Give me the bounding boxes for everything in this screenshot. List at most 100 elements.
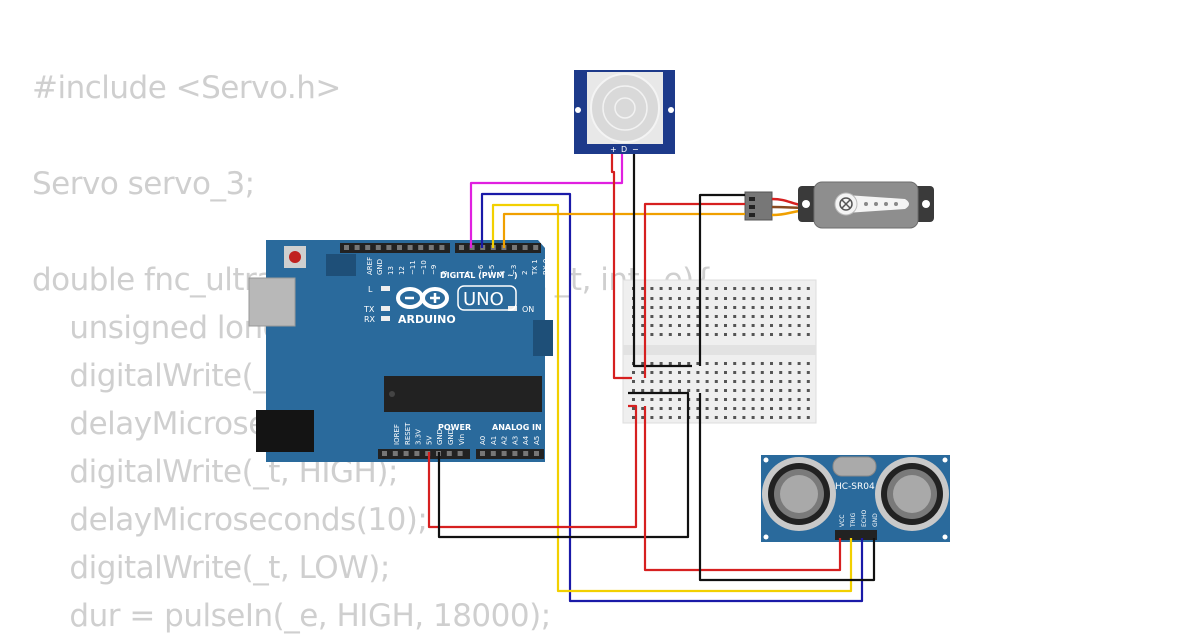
breadboard-hole xyxy=(733,398,737,401)
breadboard-hole xyxy=(641,407,645,410)
servo-motor[interactable] xyxy=(744,181,934,229)
breadboard-hole xyxy=(687,315,691,318)
breadboard-hole xyxy=(641,398,645,401)
pir-pin-label: + xyxy=(610,145,617,154)
breadboard-hole xyxy=(659,389,663,392)
wire-pir-gnd[interactable] xyxy=(632,154,692,368)
wire-servo-gnd[interactable] xyxy=(698,193,745,366)
wire-servo-signal[interactable] xyxy=(502,212,745,248)
breadboard-hole xyxy=(705,398,709,401)
power-pin-label: Vin xyxy=(458,434,466,445)
arduino-uno-board[interactable]: L TX RX ON ARDUINO UNO DIGITAL (PWM ~) P… xyxy=(248,240,553,462)
breadboard-hole xyxy=(733,333,737,336)
breadboard-hole xyxy=(696,380,700,383)
breadboard-hole xyxy=(650,324,654,327)
breadboard-hole xyxy=(797,380,801,383)
breadboard-hole xyxy=(733,362,737,365)
breadboard-hole xyxy=(705,371,709,374)
digital-pin-label: 2 xyxy=(521,271,529,275)
breadboard-hole xyxy=(797,324,801,327)
breadboard-hole xyxy=(742,380,746,383)
breadboard-hole xyxy=(714,407,718,410)
pin-hole xyxy=(428,245,434,250)
wire-pir-vcc[interactable] xyxy=(610,154,632,380)
breadboard-hole xyxy=(788,407,792,410)
breadboard-hole xyxy=(687,297,691,300)
wire-gnd[interactable] xyxy=(437,391,690,539)
breadboard-hole xyxy=(733,380,737,383)
breadboard-hole xyxy=(724,315,727,318)
wire-echo[interactable] xyxy=(480,192,864,603)
breadboard-hole xyxy=(724,407,727,410)
breadboard-hole xyxy=(770,306,773,309)
breadboard[interactable] xyxy=(622,279,817,424)
breadboard-hole xyxy=(696,371,700,374)
pin-hole xyxy=(418,245,424,250)
breadboard-hole xyxy=(714,371,718,374)
pin-hole xyxy=(480,451,485,456)
pin-hole xyxy=(397,245,402,250)
breadboard-hole xyxy=(678,398,681,401)
breadboard-hole xyxy=(696,315,700,318)
breadboard-hole xyxy=(714,380,718,383)
digital-pin-label: RX 0 xyxy=(542,259,550,275)
breadboard-hole xyxy=(705,287,709,290)
analog-pin-label: A2 xyxy=(501,436,509,445)
ultrasonic-sensor[interactable]: HC-SR04 VCC TRIG ECHO GND xyxy=(761,455,950,542)
wire-pir-signal[interactable] xyxy=(469,154,624,248)
breadboard-hole xyxy=(724,398,727,401)
breadboard-hole xyxy=(659,398,663,401)
breadboard-hole xyxy=(770,324,773,327)
breadboard-hole xyxy=(678,287,681,290)
transducer-left-icon xyxy=(762,457,836,531)
digital-pin-label: 4 xyxy=(499,270,507,275)
pir-dome-icon xyxy=(590,73,660,143)
breadboard-hole xyxy=(788,389,792,392)
digital-pin-label: 12 xyxy=(398,266,406,275)
code-line: dur = pulseIn(_e, HIGH, 18000); xyxy=(32,598,551,634)
wire-servo-vcc[interactable] xyxy=(643,202,745,378)
breadboard-hole xyxy=(788,398,792,401)
breadboard-hole xyxy=(668,407,672,410)
wire-us-gnd[interactable] xyxy=(698,393,876,582)
breadboard-hole xyxy=(770,362,773,365)
breadboard-hole xyxy=(779,407,783,410)
wire-us-vcc[interactable] xyxy=(643,406,842,572)
transducer-right-icon xyxy=(875,457,949,531)
analog-pin-label: A0 xyxy=(479,436,487,445)
breadboard-hole xyxy=(733,297,737,300)
breadboard-hole xyxy=(742,306,746,309)
breadboard-hole xyxy=(806,287,810,290)
wire-trig[interactable] xyxy=(491,203,853,593)
breadboard-hole xyxy=(770,287,773,290)
breadboard-hole xyxy=(687,389,691,392)
breadboard-hole xyxy=(714,306,718,309)
chip-notch xyxy=(389,391,395,397)
breadboard-hole xyxy=(687,380,691,383)
breadboard-hole xyxy=(779,306,783,309)
digital-pin-label: ~5 xyxy=(488,265,496,275)
breadboard-hole xyxy=(724,324,727,327)
breadboard-hole xyxy=(714,287,718,290)
pir-sensor[interactable]: + D − xyxy=(574,70,675,154)
breadboard-hole xyxy=(806,416,810,419)
breadboard-hole xyxy=(659,371,663,374)
breadboard-hole xyxy=(714,333,718,336)
breadboard-hole xyxy=(760,398,764,401)
breadboard-hole xyxy=(770,389,773,392)
atmega-chip xyxy=(384,376,542,412)
breadboard-hole xyxy=(733,324,737,327)
breadboard-hole xyxy=(641,371,645,374)
wire-5v[interactable] xyxy=(427,404,638,529)
breadboard-hole xyxy=(650,297,654,300)
breadboard-hole xyxy=(806,306,810,309)
breadboard-hole xyxy=(788,297,792,300)
breadboard-hole xyxy=(742,416,746,419)
breadboard-hole xyxy=(668,324,672,327)
breadboard-hole xyxy=(724,362,727,365)
breadboard-hole xyxy=(650,362,654,365)
breadboard-hole xyxy=(806,398,810,401)
pin-hole xyxy=(512,451,518,456)
breadboard-hole xyxy=(806,371,810,374)
